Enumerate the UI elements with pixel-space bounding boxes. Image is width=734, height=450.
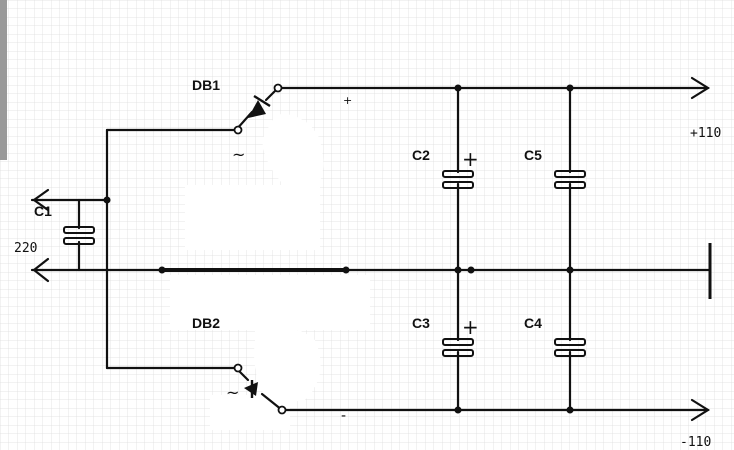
capacitor-c1-symbol — [63, 226, 95, 245]
junction-dot — [467, 266, 475, 274]
junction-dot — [454, 266, 462, 274]
junction-dots — [103, 84, 574, 414]
wiring — [30, 76, 712, 422]
label-output-positive: +110 — [690, 126, 721, 141]
junction-dot — [158, 266, 166, 274]
junction-dot — [454, 84, 462, 92]
capacitor-c5-symbol — [554, 170, 586, 189]
left-margin-strip — [0, 0, 7, 160]
erased-regions — [170, 114, 370, 430]
open-terminals — [233, 83, 287, 415]
label-c3: C3 — [412, 315, 430, 331]
capacitor-c4-symbol — [554, 338, 586, 357]
label-input-voltage: 220 — [14, 241, 37, 256]
junction-dot — [454, 406, 462, 414]
capacitor-c3-symbol — [442, 338, 474, 357]
junction-dot — [566, 406, 574, 414]
label-c5: C5 — [524, 147, 542, 163]
plus-mark-output: + — [343, 94, 352, 107]
label-db2: DB2 — [192, 315, 220, 331]
capacitor-c2-symbol — [442, 170, 474, 189]
ac-mark-db2: ~ — [226, 383, 239, 402]
junction-dot — [103, 196, 111, 204]
junction-dot — [566, 266, 574, 274]
plus-mark-c2: + — [462, 147, 479, 171]
diode-db1-symbol — [248, 94, 271, 118]
junction-dot — [342, 266, 350, 274]
label-c4: C4 — [524, 315, 542, 331]
label-db1: DB1 — [192, 77, 220, 93]
diode-db2-symbol — [244, 380, 258, 398]
label-c1: C1 — [34, 203, 52, 219]
label-output-negative: -110 — [680, 435, 711, 450]
ac-mark-db1: ~ — [232, 145, 245, 164]
minus-mark-output: - — [341, 408, 346, 424]
junction-dot — [566, 84, 574, 92]
label-c2: C2 — [412, 147, 430, 163]
plus-mark-c3: + — [462, 315, 479, 339]
